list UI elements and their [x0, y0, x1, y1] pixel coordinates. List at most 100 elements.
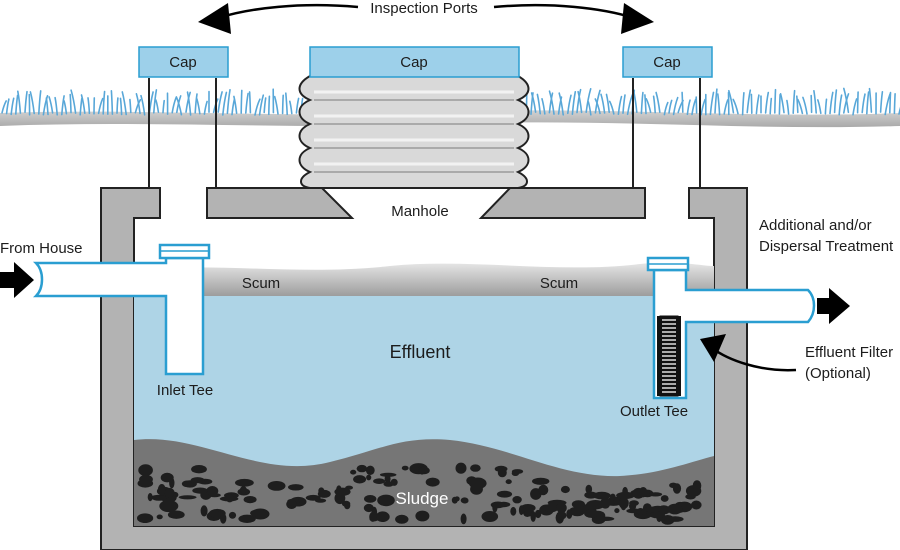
sludge-stone	[305, 494, 321, 501]
grass-blade	[530, 92, 537, 113]
sludge-stone	[511, 469, 524, 474]
sludge-stone	[200, 505, 208, 517]
sludge-stone	[666, 516, 684, 522]
grass-blade	[717, 93, 721, 116]
sludge-stone	[585, 484, 593, 494]
scum-right-label: Scum	[540, 275, 578, 292]
manhole-label: Manhole	[391, 203, 449, 220]
grass-blade	[268, 95, 271, 116]
sludge-stone	[592, 491, 611, 500]
tank-top-slab-right	[478, 187, 646, 219]
sludge-stone	[228, 511, 237, 519]
sludge-stone	[571, 500, 586, 509]
sludge-stone	[415, 510, 430, 522]
grass-blade	[54, 96, 58, 116]
sludge-stone	[481, 511, 499, 522]
grass-blade	[600, 93, 606, 114]
grass-blade	[672, 96, 679, 116]
sludge-stone	[369, 511, 377, 522]
sludge-stone	[164, 487, 175, 498]
sludge-stone	[609, 493, 616, 501]
sludge-stone	[167, 510, 185, 519]
sludge-stone	[353, 475, 367, 484]
from-house-label: From House	[0, 240, 83, 257]
grass-blade	[817, 99, 822, 115]
scum-left-label: Scum	[242, 275, 280, 292]
cap-right-label: Cap	[653, 54, 681, 71]
grass-blade	[732, 98, 739, 115]
grass-blade	[153, 89, 158, 114]
grass-blade	[668, 99, 673, 114]
sludge-stone	[373, 478, 386, 485]
grass-blade	[868, 87, 873, 113]
grass-blade	[110, 90, 114, 115]
inlet-tee-label: Inlet Tee	[157, 382, 213, 399]
grass-blade	[5, 98, 10, 115]
grass-blade	[48, 96, 54, 114]
arrow-to-treatment-icon	[817, 288, 850, 324]
sludge-layer	[134, 439, 714, 526]
grass-blade	[843, 93, 850, 114]
grass-blade	[217, 91, 223, 113]
grass-blade	[691, 98, 697, 116]
grass-blade	[258, 94, 265, 116]
grass-blade	[778, 93, 781, 115]
sludge-stone	[461, 498, 469, 504]
sludge-stone	[344, 502, 351, 510]
grass-blade	[155, 99, 160, 113]
treatment-label-line2: Dispersal Treatment	[759, 238, 894, 255]
grass-blade	[622, 94, 626, 114]
grass-blade	[728, 89, 735, 114]
cap-left-shape	[138, 46, 229, 78]
grass-blade	[655, 91, 661, 113]
grass-blade	[663, 101, 669, 116]
grass-blade	[102, 90, 106, 115]
sludge-stone	[496, 490, 513, 498]
grass-blade	[866, 91, 870, 115]
grass-blade	[567, 94, 572, 115]
sludge-stone	[425, 477, 440, 487]
grass-blade	[608, 100, 615, 115]
sludge-stone	[518, 505, 524, 516]
sludge-stone	[395, 514, 409, 524]
sludge-stones	[137, 462, 702, 525]
grass-blade	[856, 91, 859, 114]
sludge-stone	[288, 484, 304, 491]
grass-blade	[879, 91, 884, 113]
inspection-ports-label: Inspection Ports	[370, 0, 478, 17]
sludge-stone	[401, 465, 409, 471]
inspection-arrow-right-icon	[493, 3, 635, 20]
grass-blade	[723, 99, 729, 115]
filter-slots	[662, 319, 676, 393]
grass-blade	[63, 100, 68, 115]
sludge-stone	[566, 509, 573, 519]
grass-blade	[240, 89, 243, 114]
grass-blade	[779, 93, 785, 114]
sludge-stone	[543, 503, 559, 513]
grass-blade	[576, 88, 582, 114]
grass-blade	[714, 88, 718, 114]
sludge-stone	[366, 474, 372, 481]
grass-blade	[42, 95, 49, 116]
grass-blade	[548, 92, 554, 114]
grass-blade	[644, 94, 647, 115]
cap-center-label: Cap	[400, 54, 428, 71]
outlet-pipe	[646, 256, 816, 400]
sludge-label: Sludge	[396, 489, 449, 508]
grass-blade	[38, 90, 42, 115]
sludge-stone	[570, 506, 589, 512]
inspection-riser-right	[632, 78, 701, 188]
grass-blade	[245, 92, 249, 114]
grass-blade	[541, 98, 546, 115]
grass-blade	[248, 91, 252, 114]
sludge-stone	[243, 496, 257, 504]
grass-blade	[273, 95, 279, 115]
sludge-stone	[632, 487, 645, 499]
grass-blade	[226, 89, 231, 115]
grass-blade	[898, 106, 900, 115]
sludge-stone	[240, 486, 247, 493]
grass-blade	[80, 94, 86, 114]
grass-blade	[171, 97, 177, 114]
grass-blade	[185, 91, 191, 113]
sludge-stone	[692, 480, 702, 492]
